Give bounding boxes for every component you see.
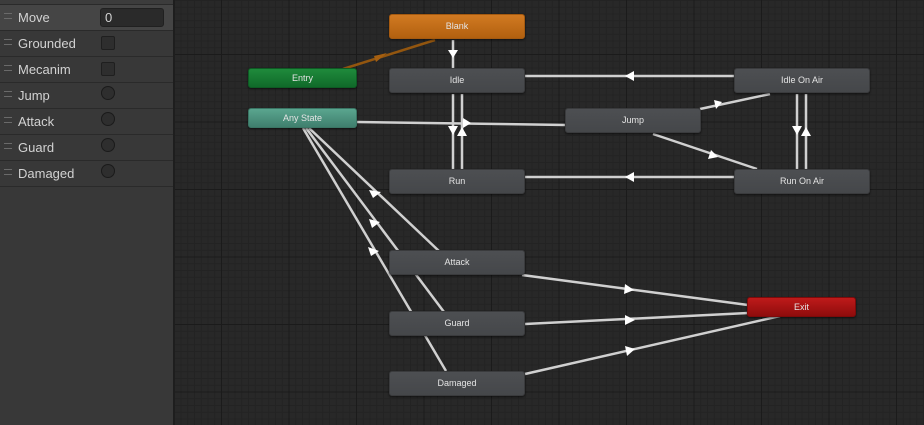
jump-trigger-radio[interactable] [101, 86, 115, 100]
parameter-row-mecanim[interactable]: Mecanim [0, 57, 173, 83]
state-node-run[interactable]: Run [389, 169, 525, 194]
parameter-row-move[interactable]: Move [0, 5, 173, 31]
drag-handle-icon[interactable] [4, 143, 12, 149]
parameter-row-damaged[interactable]: Damaged [0, 161, 173, 187]
drag-handle-icon[interactable] [4, 13, 12, 19]
state-node-blank[interactable]: Blank [389, 14, 525, 39]
state-node-run-on-air[interactable]: Run On Air [734, 169, 870, 194]
parameters-panel: Move Grounded Mecanim Jump Attack Guard … [0, 0, 175, 425]
state-node-idle-on-air[interactable]: Idle On Air [734, 68, 870, 93]
drag-handle-icon[interactable] [4, 91, 12, 97]
state-node-any-state[interactable]: Any State [248, 108, 357, 128]
attack-trigger-radio[interactable] [101, 112, 115, 126]
parameter-name: Guard [18, 140, 55, 155]
parameter-name: Attack [18, 114, 55, 129]
animator-graph-canvas[interactable] [175, 0, 924, 425]
state-node-exit[interactable]: Exit [747, 297, 856, 317]
parameters-top-strip [0, 0, 173, 5]
state-node-jump[interactable]: Jump [565, 108, 701, 133]
parameter-name: Grounded [18, 36, 76, 51]
parameter-row-jump[interactable]: Jump [0, 83, 173, 109]
parameter-name: Mecanim [18, 62, 71, 77]
parameter-row-grounded[interactable]: Grounded [0, 31, 173, 57]
state-node-guard[interactable]: Guard [389, 311, 525, 336]
state-node-attack[interactable]: Attack [389, 250, 525, 275]
parameter-row-guard[interactable]: Guard [0, 135, 173, 161]
drag-handle-icon[interactable] [4, 39, 12, 45]
move-value-input[interactable] [100, 8, 164, 27]
drag-handle-icon[interactable] [4, 169, 12, 175]
grounded-checkbox[interactable] [101, 36, 115, 50]
guard-trigger-radio[interactable] [101, 138, 115, 152]
damaged-trigger-radio[interactable] [101, 164, 115, 178]
parameter-name: Damaged [18, 166, 75, 181]
mecanim-checkbox[interactable] [101, 62, 115, 76]
drag-handle-icon[interactable] [4, 117, 12, 123]
parameter-row-attack[interactable]: Attack [0, 109, 173, 135]
parameter-name: Jump [18, 88, 50, 103]
drag-handle-icon[interactable] [4, 65, 12, 71]
state-node-idle[interactable]: Idle [389, 68, 525, 93]
parameter-name: Move [18, 10, 50, 25]
state-node-damaged[interactable]: Damaged [389, 371, 525, 396]
state-node-entry[interactable]: Entry [248, 68, 357, 88]
